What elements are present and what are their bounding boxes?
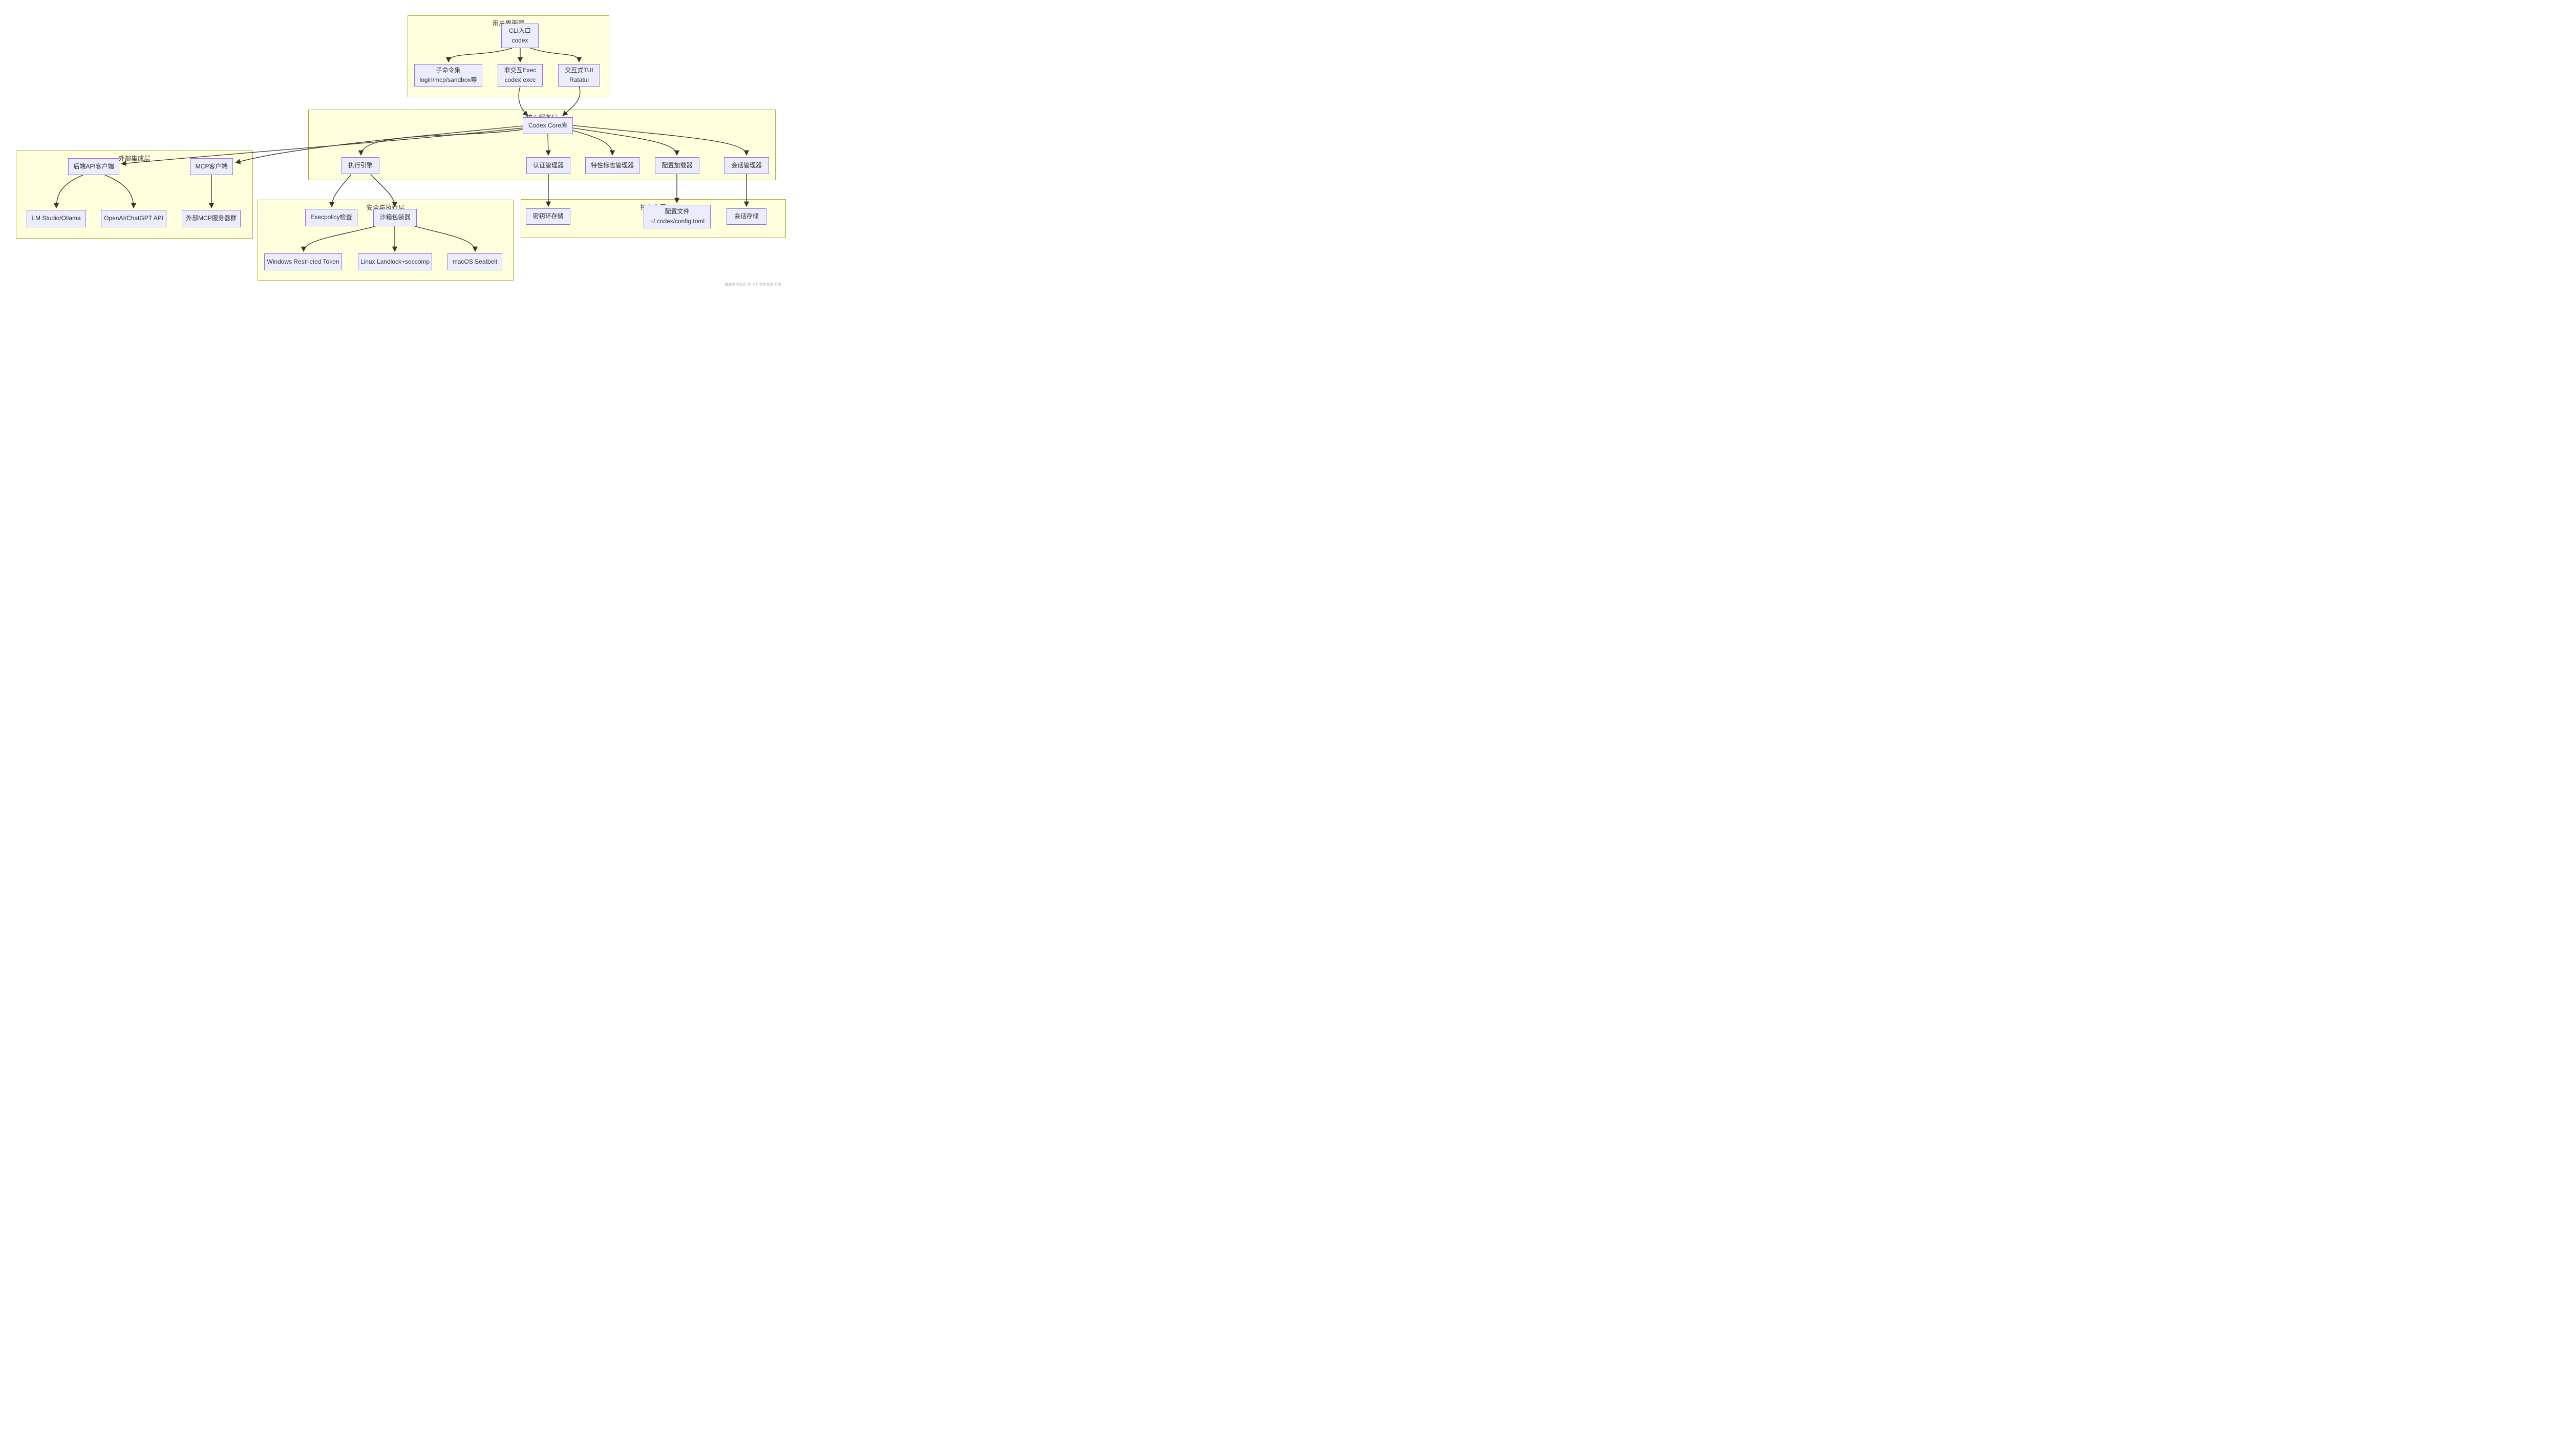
watermark-text: 掘金技术社区 @ 大厂技术总监下海 [724,283,781,286]
node-exec-noninteractive: 非交互Exec codex exec [498,64,543,87]
architecture-diagram: 用户界面层 核心服务层 外部集成层 安全与执行层 持久化层 [0,0,787,291]
node-win-token: Windows Restricted Token [264,253,342,270]
node-ext-mcp: 外部MCP服务器群 [182,210,241,227]
node-exec-engine: 执行引擎 [342,157,379,174]
node-codex-core: Codex Core库 [523,117,573,134]
node-cli-entry: CLI入口 codex [501,24,539,48]
node-keyring: 密钥环存储 [526,208,570,225]
node-mcp-client: MCP客户端 [190,158,233,175]
node-linux-sandbox: Linux Landlock+seccomp [358,253,432,270]
node-feature-mgr: 特性标志管理器 [585,157,639,174]
node-config-file: 配置文件 ~/.codex/config.toml [644,205,711,228]
node-macos-seatbelt: macOS Seatbelt [447,253,502,270]
node-lm-studio: LM Studio/Ollama [27,210,86,227]
node-tui: 交互式TUI Ratatui [558,64,600,87]
node-session-mgr: 会话管理器 [724,157,769,174]
node-sandbox: 沙箱包装器 [373,209,417,226]
node-openai-api: OpenAI/ChatGPT API [101,210,166,227]
node-execpolicy: Execpolicy检查 [305,209,357,226]
node-auth-mgr: 认证管理器 [526,157,570,174]
node-config-loader: 配置加载器 [655,157,699,174]
node-backend-api: 后端API客户端 [68,158,119,175]
node-subcommands: 子命令集 login/mcp/sandbox等 [414,64,482,87]
node-session-store: 会话存储 [727,208,766,225]
